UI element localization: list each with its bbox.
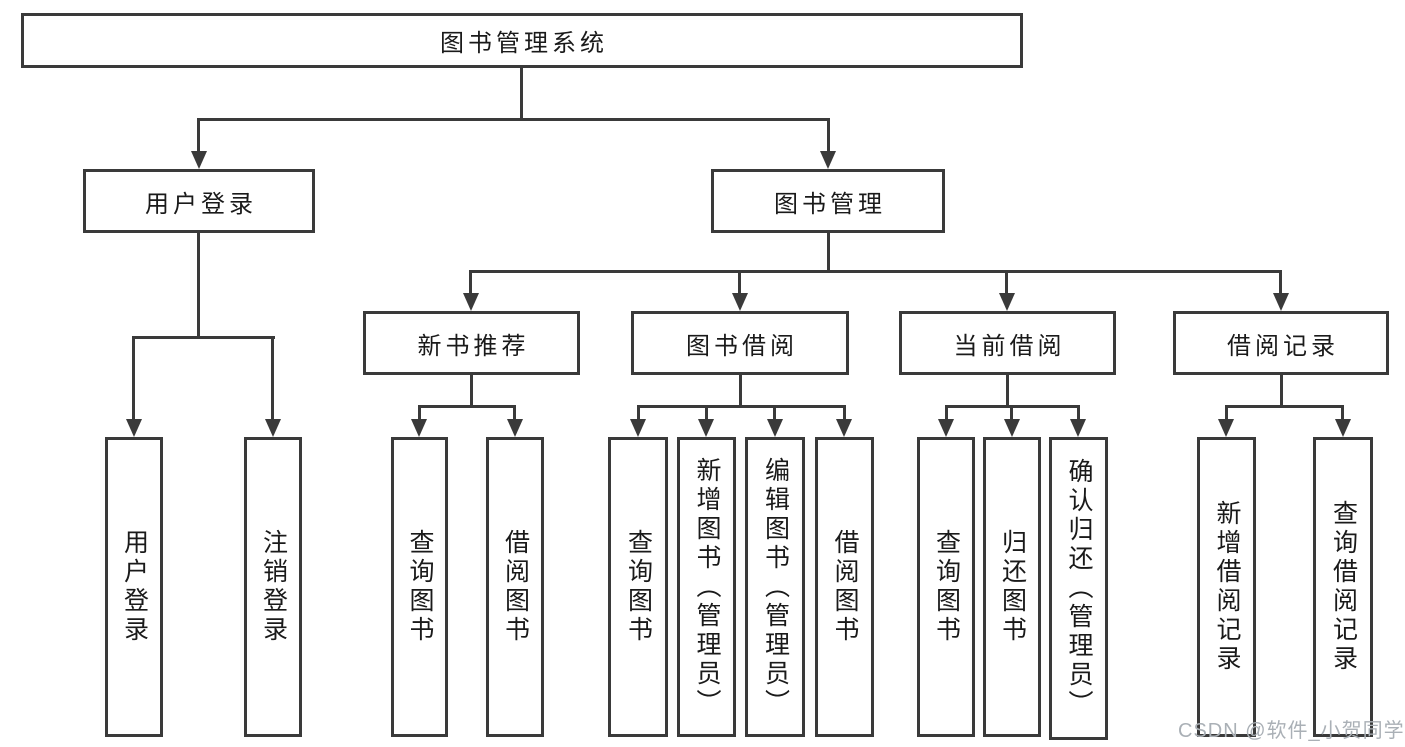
connector-line <box>638 405 845 408</box>
connector-line <box>418 405 421 419</box>
leaf-logout-login: 注销登录 <box>244 437 302 737</box>
leaf-edit-books-admin-label: 编辑图书（管理员） <box>761 456 790 718</box>
leaf-logout-login-label: 注销登录 <box>259 529 288 645</box>
arrow-down-icon <box>767 419 783 437</box>
arrow-down-icon <box>507 419 523 437</box>
connector-line <box>133 336 275 339</box>
leaf-query-books-recommend-label: 查询图书 <box>406 529 434 645</box>
leaf-borrow-books-recommend: 借阅图书 <box>486 437 544 737</box>
watermark-text: CSDN @软件_小贺同学 <box>1178 720 1405 742</box>
arrow-down-icon <box>999 293 1015 311</box>
connector-line <box>705 405 708 419</box>
leaf-borrow-books-borrowing-label: 借阅图书 <box>831 529 859 645</box>
node-current-borrowing-label: 当前借阅 <box>953 332 1066 360</box>
leaf-borrow-books-recommend-label: 借阅图书 <box>501 529 530 645</box>
leaf-return-books-label: 归还图书 <box>998 529 1027 645</box>
leaf-return-books: 归还图书 <box>983 437 1041 737</box>
connector-line <box>520 68 523 118</box>
leaf-query-books-current-label: 查询图书 <box>932 529 961 645</box>
leaf-user-login-label: 用户登录 <box>120 529 149 645</box>
connector-line <box>739 375 742 405</box>
node-new-book-recommendation: 新书推荐 <box>363 311 580 375</box>
leaf-confirm-return-admin-label: 确认归还（管理员） <box>1065 458 1093 719</box>
connector-line <box>1225 405 1228 419</box>
node-user-login-label: 用户登录 <box>145 190 257 218</box>
connector-line <box>198 118 830 121</box>
arrow-down-icon <box>265 419 281 437</box>
node-current-borrowing: 当前借阅 <box>899 311 1116 375</box>
arrow-down-icon <box>1218 419 1234 437</box>
connector-line <box>1006 375 1009 405</box>
arrow-down-icon <box>630 419 646 437</box>
leaf-query-books-borrowing-label: 查询图书 <box>624 529 653 645</box>
arrow-down-icon <box>463 293 479 311</box>
arrow-down-icon <box>1335 419 1351 437</box>
leaf-query-borrow-record: 查询借阅记录 <box>1313 437 1373 737</box>
connector-line <box>1280 375 1283 405</box>
leaf-edit-books-admin: 编辑图书（管理员） <box>745 437 805 737</box>
node-user-login: 用户登录 <box>83 169 315 233</box>
node-book-borrowing: 图书借阅 <box>631 311 849 375</box>
arrow-down-icon <box>732 293 748 311</box>
connector-line <box>1010 405 1013 419</box>
connector-line <box>197 233 200 336</box>
arrow-down-icon <box>411 419 427 437</box>
leaf-query-borrow-record-label: 查询借阅记录 <box>1329 500 1358 674</box>
arrow-down-icon <box>938 419 954 437</box>
connector-line <box>1005 270 1008 293</box>
connector-line <box>271 336 274 419</box>
connector-line <box>1341 405 1344 419</box>
connector-line <box>827 233 830 270</box>
connector-line <box>637 405 640 419</box>
arrow-down-icon <box>836 419 852 437</box>
connector-line <box>470 375 473 405</box>
leaf-query-books-borrowing: 查询图书 <box>608 437 668 737</box>
connector-line <box>1279 270 1282 293</box>
arrow-down-icon <box>1070 419 1086 437</box>
connector-line <box>738 270 741 293</box>
node-borrowing-records-label: 借阅记录 <box>1227 332 1339 360</box>
arrow-down-icon <box>1004 419 1020 437</box>
connector-line <box>1227 405 1344 408</box>
connector-line <box>197 118 200 152</box>
connector-line <box>1077 405 1080 419</box>
node-borrowing-records: 借阅记录 <box>1173 311 1389 375</box>
arrow-down-icon <box>698 419 714 437</box>
arrow-down-icon <box>1273 293 1289 311</box>
connector-line <box>471 270 1281 273</box>
leaf-query-books-recommend: 查询图书 <box>391 437 448 737</box>
leaf-user-login: 用户登录 <box>105 437 163 737</box>
node-book-management-label: 图书管理 <box>774 190 886 218</box>
leaf-add-books-admin-label: 新增图书（管理员） <box>693 456 721 718</box>
node-library-system-label: 图书管理系统 <box>440 30 608 57</box>
connector-line <box>132 336 135 419</box>
connector-line <box>945 405 948 419</box>
node-book-borrowing-label: 图书借阅 <box>686 332 798 360</box>
node-book-management: 图书管理 <box>711 169 945 233</box>
leaf-borrow-books-borrowing: 借阅图书 <box>815 437 874 737</box>
connector-line <box>827 118 830 152</box>
leaf-confirm-return-admin: 确认归还（管理员） <box>1049 437 1108 740</box>
arrow-down-icon <box>126 419 142 437</box>
connector-line <box>419 405 516 408</box>
connector-line <box>513 405 516 419</box>
arrow-down-icon <box>191 151 207 169</box>
connector-line <box>843 405 846 419</box>
node-new-book-recommendation-label: 新书推荐 <box>417 332 530 360</box>
leaf-query-books-current: 查询图书 <box>917 437 975 737</box>
connector-line <box>773 405 776 419</box>
leaf-add-books-admin: 新增图书（管理员） <box>677 437 736 737</box>
connector-line <box>469 270 472 293</box>
arrow-down-icon <box>820 151 836 169</box>
leaf-add-borrow-record: 新增借阅记录 <box>1197 437 1256 737</box>
node-library-system: 图书管理系统 <box>21 13 1023 68</box>
leaf-add-borrow-record-label: 新增借阅记录 <box>1213 500 1241 674</box>
